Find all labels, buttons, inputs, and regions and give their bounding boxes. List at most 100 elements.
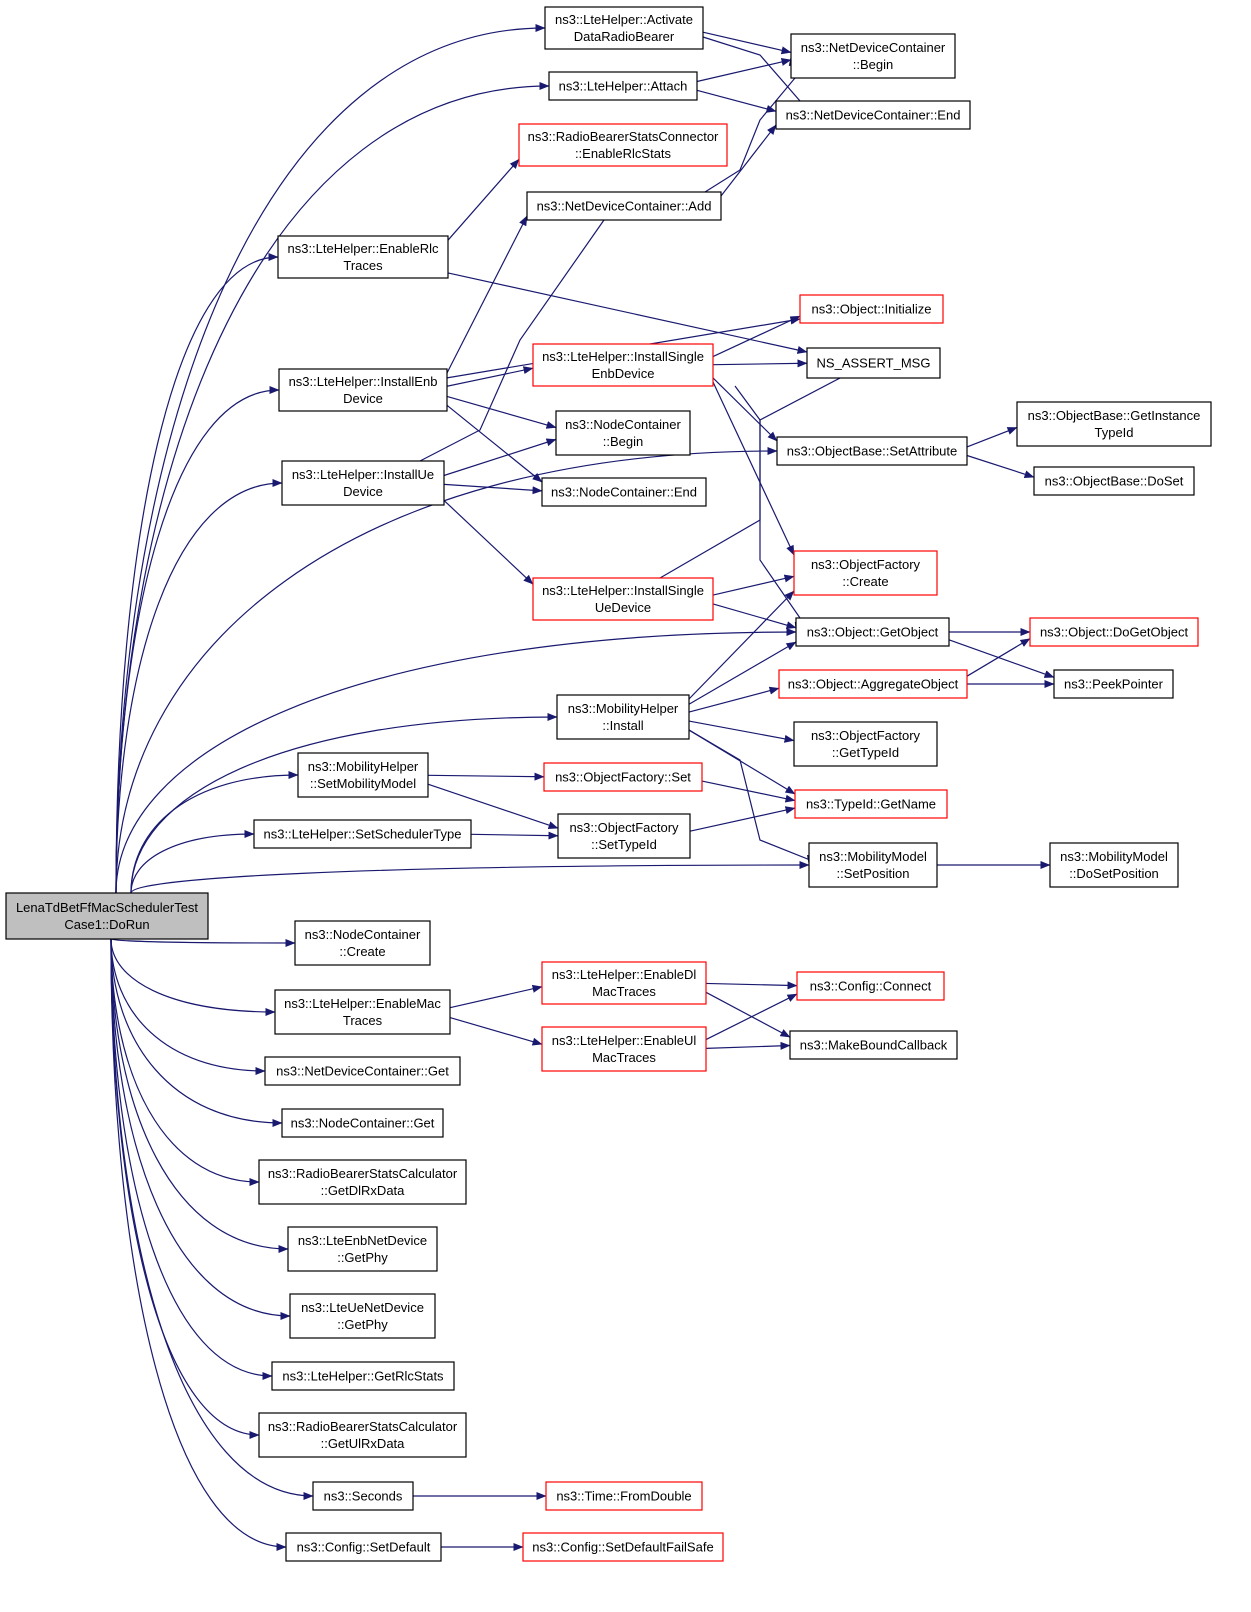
node-box: [545, 1481, 703, 1511]
node-dogetobject[interactable]: ns3::Object::DoGetObject: [1029, 617, 1199, 647]
node-fromdouble[interactable]: ns3::Time::FromDouble: [545, 1481, 703, 1511]
node-box: [541, 961, 707, 1005]
node-box: [287, 1226, 438, 1272]
node-box: [522, 1532, 724, 1562]
node-label: MacTraces: [592, 984, 656, 999]
node-getulrx[interactable]: ns3::RadioBearerStatsCalculator::GetUlRx…: [258, 1412, 467, 1458]
edge-root-to-nc_get: [110, 938, 283, 1127]
edge-mh_install-to-aggregate: [688, 686, 780, 713]
node-box: [281, 1108, 444, 1138]
node-label: ns3::LteHelper::SetSchedulerType: [263, 827, 461, 842]
node-label: ns3::NetDeviceContainer::Add: [537, 199, 712, 214]
edge-root-to-ndc_get: [110, 938, 266, 1075]
node-nc_get[interactable]: ns3::NodeContainer::Get: [281, 1108, 444, 1138]
node-box: [806, 347, 941, 379]
edge-root-to-enablemac: [110, 938, 276, 1016]
node-label: UeDevice: [595, 600, 651, 615]
node-of_gettypeid[interactable]: ns3::ObjectFactory::GetTypeId: [793, 721, 938, 767]
node-setattribute[interactable]: ns3::ObjectBase::SetAttribute: [776, 436, 968, 466]
node-ndc_end[interactable]: ns3::NetDeviceContainer::End: [775, 100, 971, 130]
node-label: ::EnableRlcStats: [575, 146, 672, 161]
node-of_settypeid[interactable]: ns3::ObjectFactory::SetTypeId: [557, 813, 691, 859]
node-mm_dosetposition[interactable]: ns3::MobilityModel::DoSetPosition: [1049, 842, 1179, 888]
node-label: ns3::Object::AggregateObject: [788, 677, 959, 692]
edge-mh_install-to-mm_setposition: [688, 729, 815, 866]
node-box: [278, 368, 448, 412]
node-of_set[interactable]: ns3::ObjectFactory::Set: [543, 762, 703, 792]
edges-layer: [110, 24, 1055, 1551]
node-obj_init[interactable]: ns3::Object::Initialize: [799, 294, 944, 324]
node-nc_begin[interactable]: ns3::NodeContainer::Begin: [555, 410, 691, 456]
node-makebound[interactable]: ns3::MakeBoundCallback: [789, 1030, 958, 1060]
node-config_connect[interactable]: ns3::Config::Connect: [796, 971, 945, 1001]
node-label: ::GetUlRxData: [321, 1436, 406, 1451]
edge-root-to-installenb: [115, 386, 280, 894]
edge-installue-to-nc_begin: [443, 438, 557, 477]
node-assert[interactable]: NS_ASSERT_MSG: [806, 347, 941, 379]
node-attach[interactable]: ns3::LteHelper::Attach: [548, 71, 698, 101]
node-setmobility[interactable]: ns3::MobilityHelper::SetMobilityModel: [297, 752, 429, 798]
node-box: [543, 762, 703, 792]
node-getobject[interactable]: ns3::Object::GetObject: [795, 617, 950, 647]
node-mm_setposition[interactable]: ns3::MobilityModel::SetPosition: [808, 842, 938, 888]
node-ndc_get[interactable]: ns3::NetDeviceContainer::Get: [264, 1056, 461, 1086]
nodes-layer: LenaTdBetFfMacSchedulerTestCase1::DoRunn…: [5, 6, 1212, 1562]
node-setdefaultfailsafe[interactable]: ns3::Config::SetDefaultFailSafe: [522, 1532, 724, 1562]
node-ue_getphy[interactable]: ns3::LteUeNetDevice::GetPhy: [289, 1293, 436, 1339]
edge-setmobility-to-of_settypeid: [427, 783, 559, 829]
node-nc_end[interactable]: ns3::NodeContainer::End: [541, 477, 707, 507]
edge-installsingleue-to-getobject: [712, 603, 797, 630]
edge-of_set-to-typeid_getname: [701, 780, 796, 803]
edge-enablemac-to-enabledl: [449, 984, 543, 1009]
node-box: [778, 669, 968, 699]
node-box: [799, 294, 944, 324]
edge-root-to-getobject: [115, 628, 797, 894]
node-getdlrx[interactable]: ns3::RadioBearerStatsCalculator::GetDlRx…: [258, 1159, 467, 1205]
node-label: ns3::RadioBearerStatsCalculator: [268, 1419, 458, 1434]
node-getrlcstats[interactable]: ns3::LteHelper::GetRlcStats: [271, 1361, 455, 1391]
node-aggregate[interactable]: ns3::Object::AggregateObject: [778, 669, 968, 699]
node-setscheduler[interactable]: ns3::LteHelper::SetSchedulerType: [253, 819, 472, 849]
node-label: ns3::LteHelper::InstallSingle: [542, 349, 704, 364]
node-doset[interactable]: ns3::ObjectBase::DoSet: [1033, 466, 1195, 496]
node-label: ::Create: [339, 944, 385, 959]
node-label: ::SetMobilityModel: [310, 776, 416, 791]
node-box: [258, 1159, 467, 1205]
node-box: [541, 477, 707, 507]
node-setdefault[interactable]: ns3::Config::SetDefault: [285, 1532, 442, 1562]
node-box: [297, 752, 429, 798]
edge-installenb-to-installsingleenb: [446, 366, 534, 387]
node-label: ns3::MobilityHelper: [308, 759, 419, 774]
edge-enableul-to-makebound: [705, 1041, 791, 1050]
node-nc_create[interactable]: ns3::NodeContainer::Create: [294, 920, 431, 966]
node-label: ns3::NodeContainer: [305, 927, 421, 942]
node-label: ns3::MobilityModel: [819, 849, 927, 864]
node-box: [1016, 401, 1212, 447]
node-enablerlcstats[interactable]: ns3::RadioBearerStatsConnector::EnableRl…: [518, 123, 728, 167]
node-of_create[interactable]: ns3::ObjectFactory::Create: [793, 550, 938, 596]
node-label: ns3::LteHelper::EnableRlc: [287, 241, 439, 256]
node-enb_getphy[interactable]: ns3::LteEnbNetDevice::GetPhy: [287, 1226, 438, 1272]
node-label: Case1::DoRun: [64, 917, 149, 932]
node-mh_install[interactable]: ns3::MobilityHelper::Install: [556, 694, 690, 740]
node-ndc_add[interactable]: ns3::NetDeviceContainer::Add: [526, 191, 722, 221]
edge-setscheduler-to-of_settypeid: [470, 831, 559, 840]
node-ndc_begin[interactable]: ns3::NetDeviceContainer::Begin: [790, 33, 956, 79]
node-label: ns3::Config::SetDefaultFailSafe: [532, 1540, 713, 1555]
node-typeid_getname[interactable]: ns3::TypeId::GetName: [794, 789, 948, 819]
node-label: ns3::NetDeviceContainer::Get: [276, 1064, 449, 1079]
edge-attach-to-ndc_begin: [696, 58, 792, 83]
node-seconds[interactable]: ns3::Seconds: [312, 1481, 414, 1511]
node-peekpointer[interactable]: ns3::PeekPointer: [1053, 669, 1174, 699]
